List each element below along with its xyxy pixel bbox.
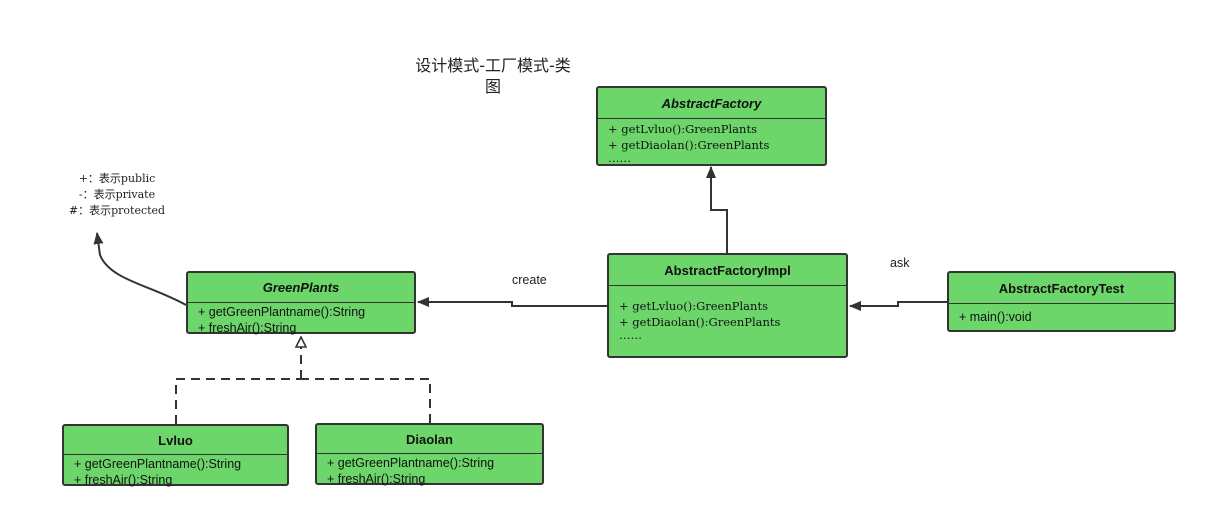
member-row: + getLvluo():GreenPlants: [619, 299, 768, 313]
class-name: Lvluo: [64, 426, 287, 455]
member-row: + getGreenPlantname():String: [74, 457, 242, 471]
member-row: ……: [619, 328, 642, 342]
class-lvluo[interactable]: Lvluo + getGreenPlantname():String + fre…: [62, 424, 289, 488]
class-abstract-factory-test[interactable]: AbstractFactoryTest + main():void: [947, 271, 1176, 332]
class-members: + getGreenPlantname():String + freshAir(…: [188, 303, 414, 336]
title-line: 图: [484, 77, 501, 96]
ask-label: ask: [890, 256, 910, 270]
legend-private: -：表示private: [78, 188, 156, 201]
note-link-legend: [93, 232, 187, 306]
member-row: + freshAir():String: [198, 321, 297, 335]
member-row: + getGreenPlantname():String: [327, 456, 495, 470]
class-name: GreenPlants: [188, 273, 414, 303]
title-line: 设计模式-工厂模式-类: [415, 56, 571, 75]
class-abstract-factory[interactable]: AbstractFactory + getLvluo():GreenPlants…: [596, 86, 827, 166]
member-row: + main():void: [959, 310, 1032, 324]
member-row: + getGreenPlantname():String: [198, 305, 366, 319]
inheritance-lvluo: [175, 378, 301, 424]
class-name: AbstractFactoryImpl: [609, 255, 846, 286]
class-members: + getGreenPlantname():String + freshAir(…: [64, 455, 287, 488]
member-row: ……: [608, 151, 631, 165]
inheritance-diaolan: [301, 378, 431, 423]
dependency-ask: [849, 301, 947, 311]
class-members: + getGreenPlantname():String + freshAir(…: [317, 454, 542, 487]
class-name: AbstractFactory: [598, 88, 825, 119]
class-members: + getLvluo():GreenPlants + getDiaolan():…: [609, 286, 846, 341]
class-abstract-factory-impl[interactable]: AbstractFactoryImpl + getLvluo():GreenPl…: [607, 253, 848, 358]
class-members: + getLvluo():GreenPlants + getDiaolan():…: [598, 119, 825, 164]
create-label: create: [512, 273, 547, 287]
class-name: Diaolan: [317, 425, 542, 454]
class-members: + main():void: [949, 304, 1174, 325]
legend-public: +：表示public: [78, 172, 156, 185]
class-name: AbstractFactoryTest: [949, 273, 1174, 304]
visibility-legend: +：表示public -：表示private #：表示protected: [62, 171, 172, 219]
member-row: + freshAir():String: [327, 472, 426, 486]
class-green-plants[interactable]: GreenPlants + getGreenPlantname():String…: [186, 271, 416, 336]
member-row: + getLvluo():GreenPlants: [608, 122, 757, 136]
dependency-create: [417, 297, 607, 307]
member-row: + getDiaolan():GreenPlants: [608, 138, 770, 152]
diagram-title: 设计模式-工厂模式-类 图: [395, 55, 591, 97]
legend-protected: #：表示protected: [68, 204, 166, 217]
class-diaolan[interactable]: Diaolan + getGreenPlantname():String + f…: [315, 423, 544, 487]
member-row: + freshAir():String: [74, 473, 173, 487]
realization-impl-to-factory: [706, 166, 728, 253]
member-row: + getDiaolan():GreenPlants: [619, 315, 781, 329]
